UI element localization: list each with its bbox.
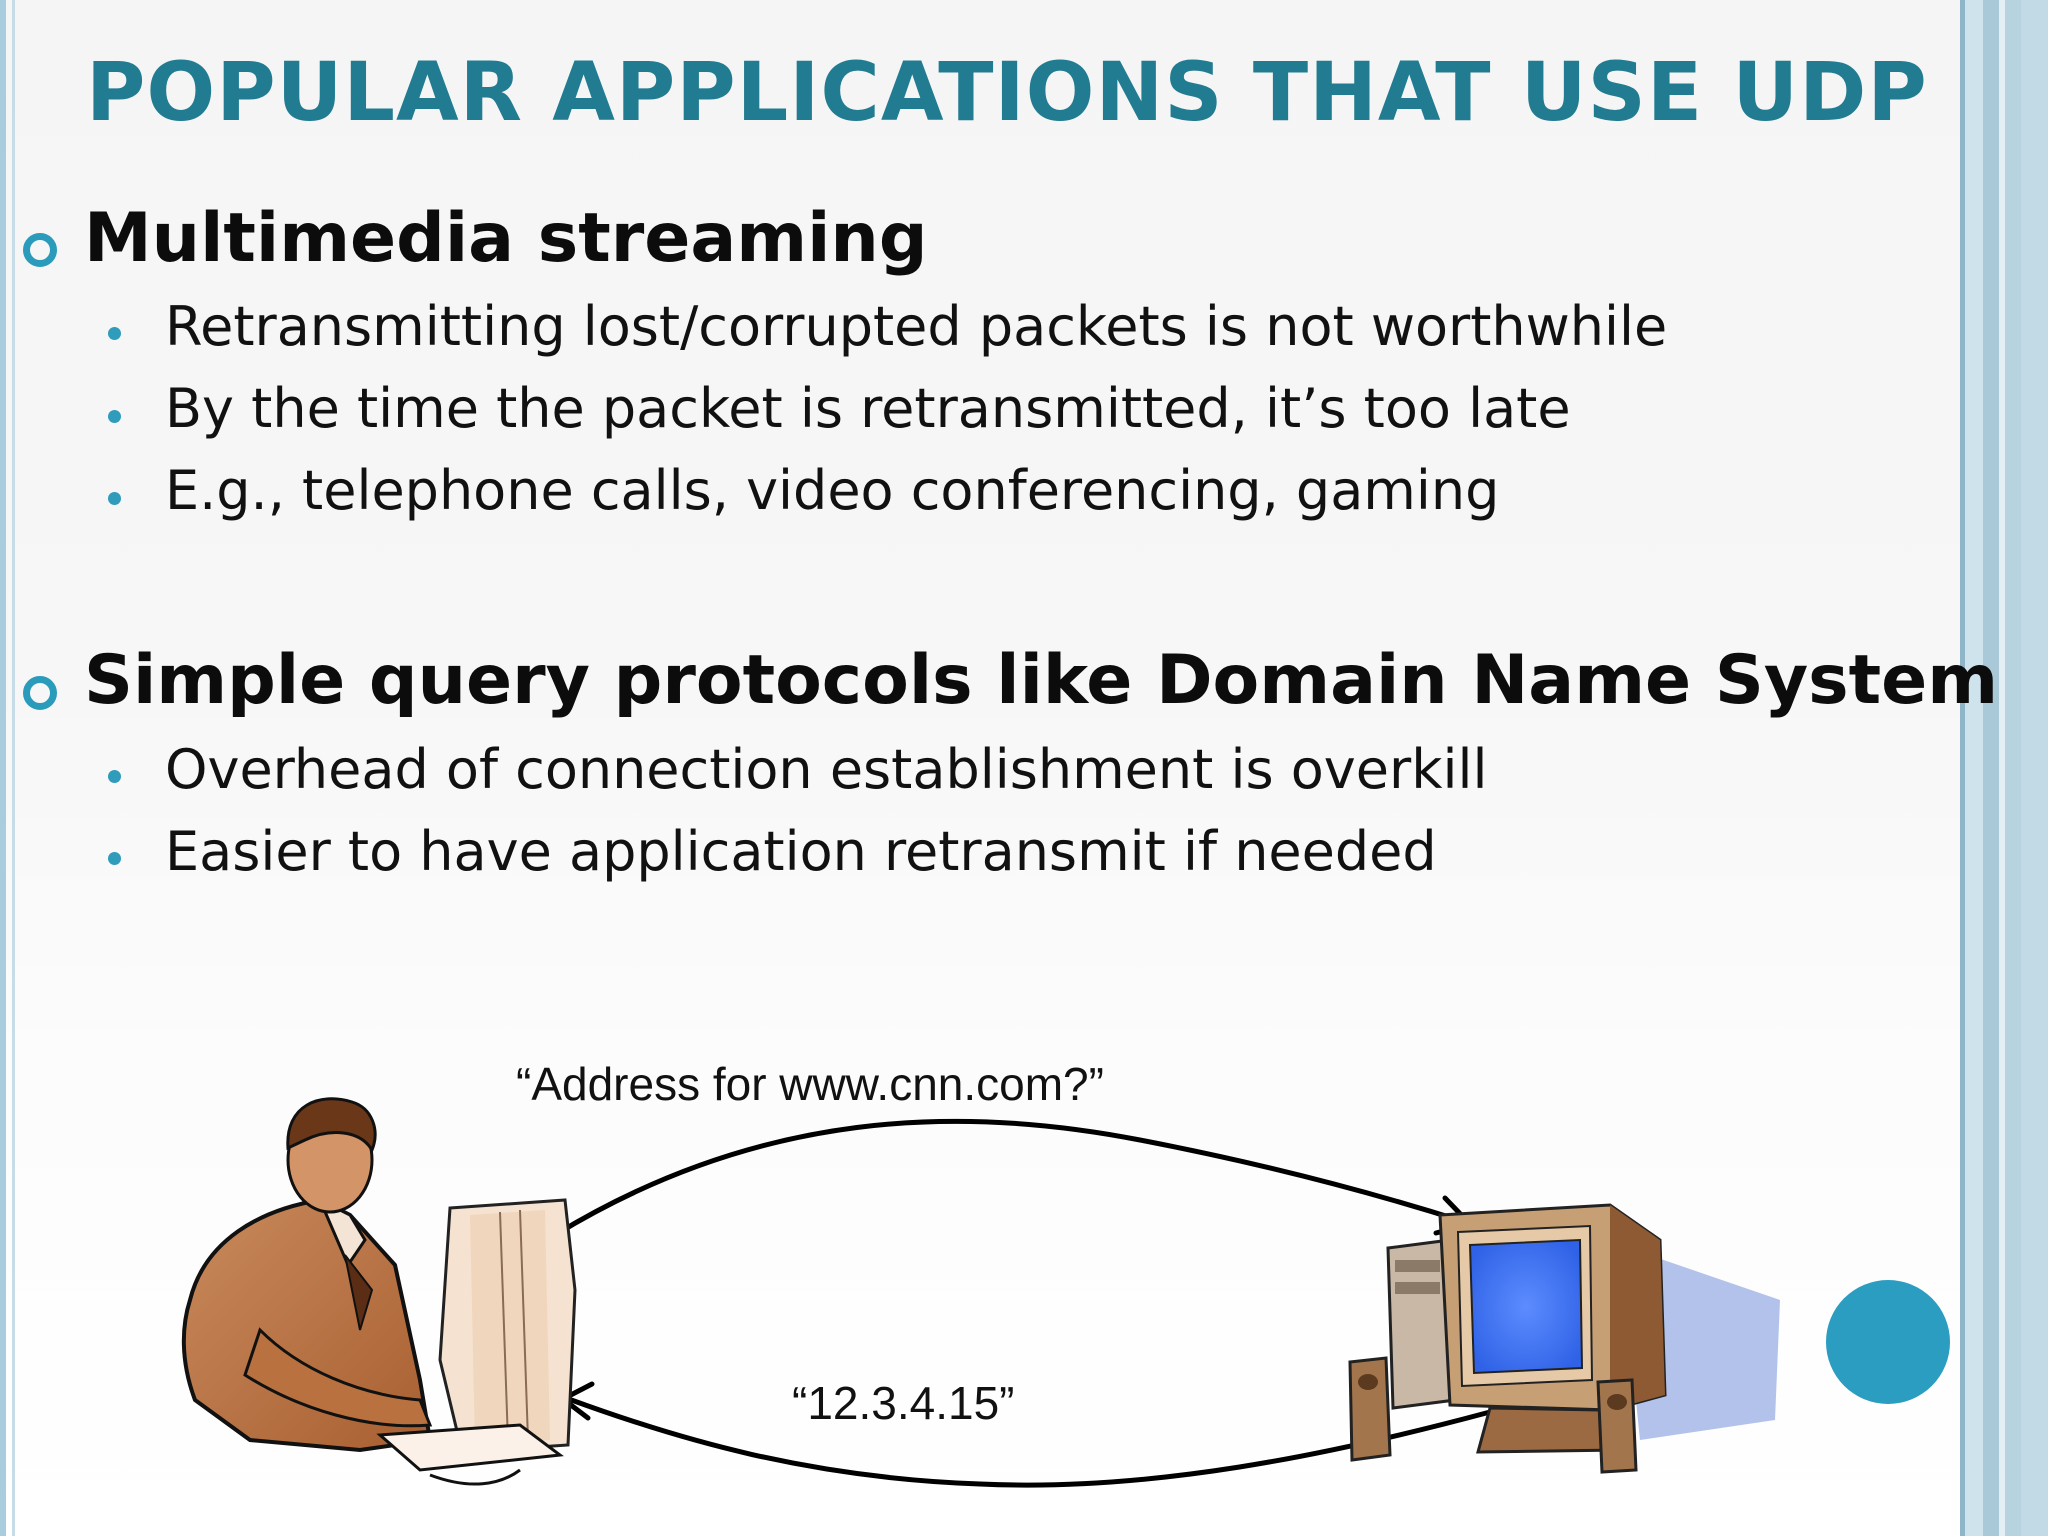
list-item: E.g., telephone calls, video conferencin… [165,459,1500,522]
section-heading: Multimedia streaming [84,199,928,278]
right-border-stripe-6 [2021,0,2048,1536]
list-bullet-icon [108,852,121,865]
right-border-stripe-1 [1960,0,1965,1536]
left-border-stripe-thin [12,0,15,1536]
list-bullet-icon [108,492,121,505]
section-bullet-icon [23,233,57,267]
list-item: Easier to have application retransmit if… [165,820,1437,883]
list-item: Overhead of connection establishment is … [165,738,1488,801]
list-bullet-icon [108,770,121,783]
response-arrow [565,1395,1491,1488]
left-border-stripe [0,0,6,1536]
list-bullet-icon [108,410,121,423]
list-item: Retransmitting lost/corrupted packets is… [165,295,1668,358]
user-at-computer-icon [181,1097,577,1486]
list-bullet-icon [108,327,121,340]
right-border-stripe-5 [2005,0,2021,1536]
query-arrow [553,1118,1466,1238]
right-border-stripe-2 [1965,0,1983,1536]
query-label: “Address for www.cnn.com?” [516,1058,1104,1110]
slide-title: POPULAR APPLICATIONS THAT USE UDP [86,46,1928,140]
desktop-computer-icon [1348,1203,1780,1474]
list-item: By the time the packet is retransmitted,… [165,377,1571,440]
right-border-stripe-4 [1999,0,2005,1536]
right-border-stripe-3 [1983,0,1999,1536]
decorative-circle [1826,1280,1950,1404]
section-heading: Simple query protocols like Domain Name … [84,641,1999,720]
section-bullet-icon [23,676,57,710]
response-label: “12.3.4.15” [792,1377,1015,1429]
